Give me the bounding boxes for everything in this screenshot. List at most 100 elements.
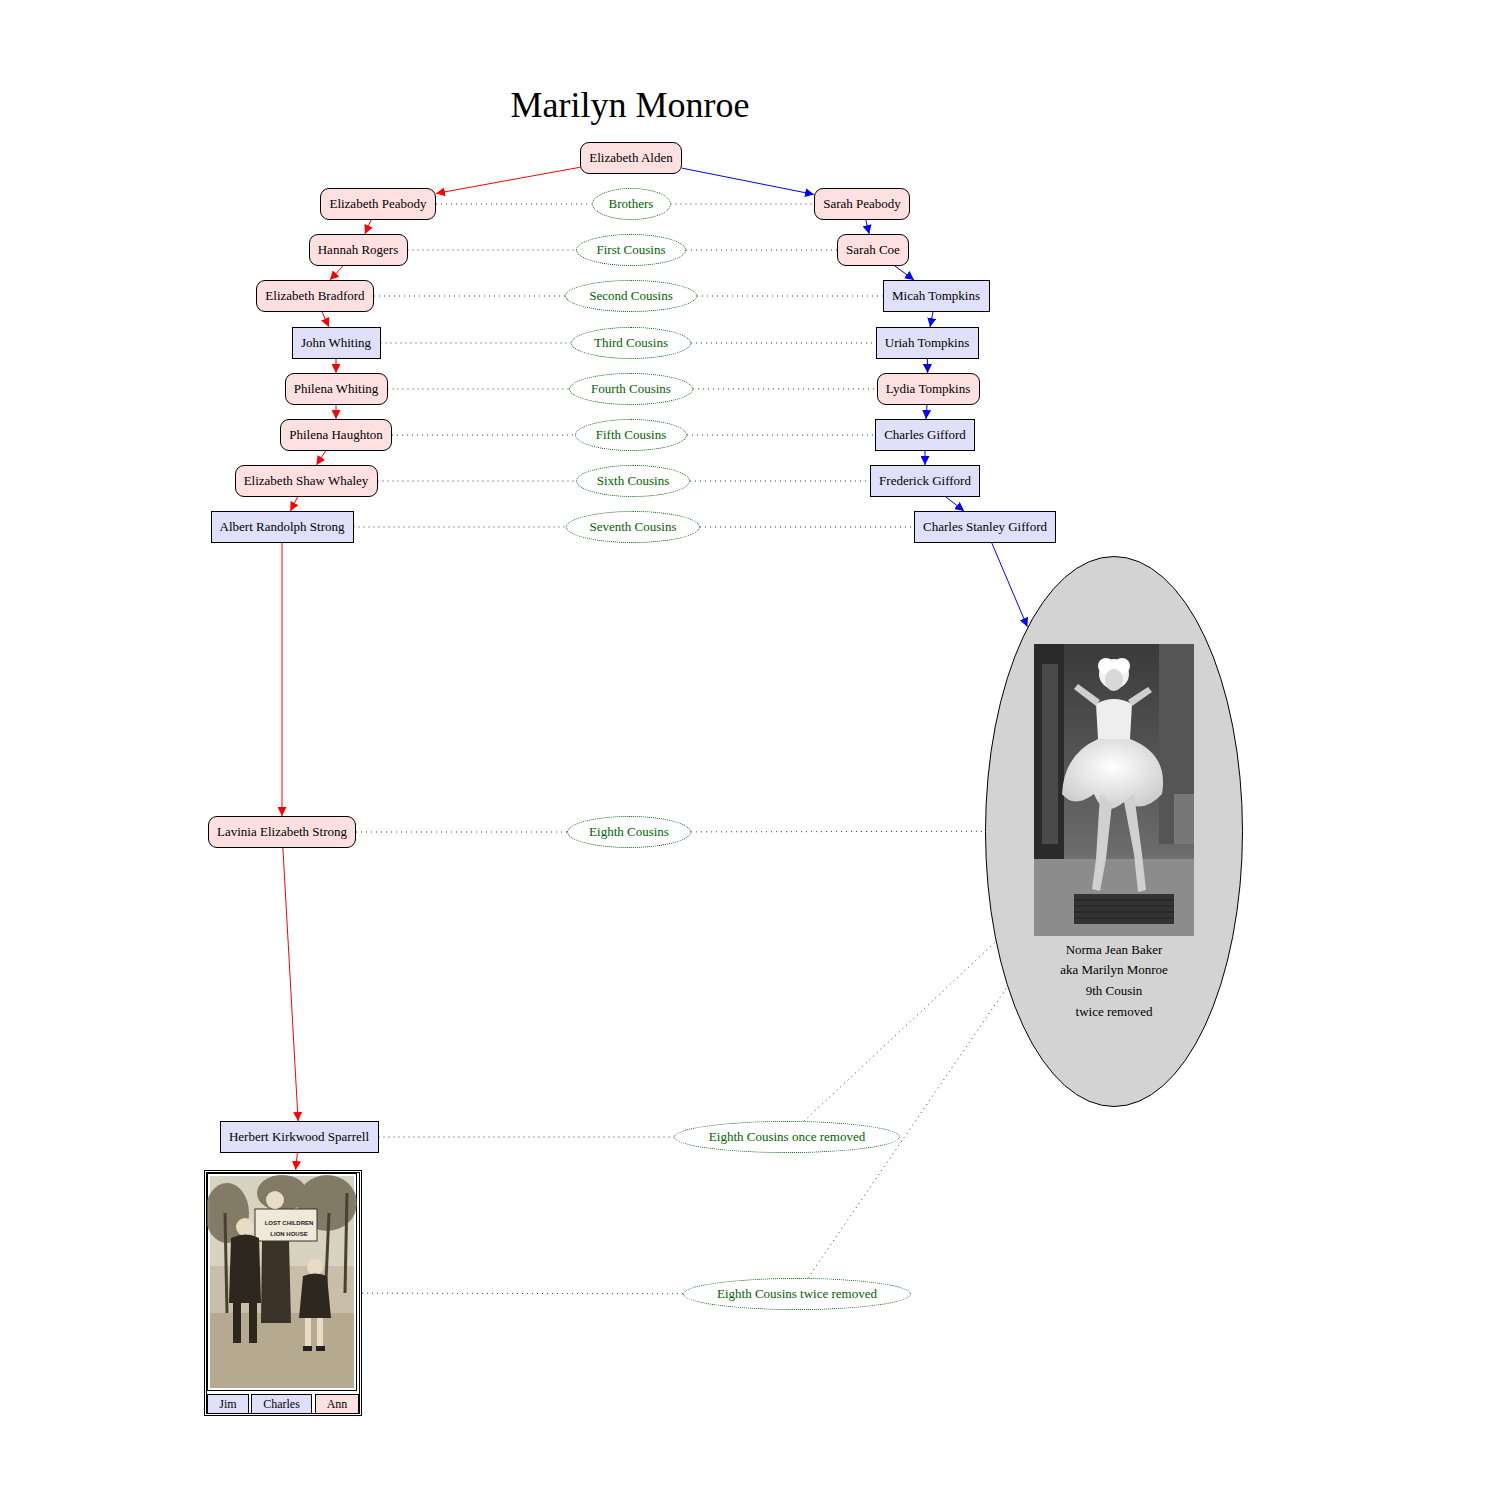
relation-line [408,250,577,251]
ellipse-shape [986,556,1243,1106]
person-box: Hannah Rogers [309,234,408,266]
node-text: Sarah Peabody [823,196,901,212]
photo-sign-text: LION HOUSE [270,1231,307,1238]
node-text: First Cousins [597,242,666,258]
relation-ellipse: Sixth Cousins [576,465,690,497]
person-box: Sarah Coe [837,234,909,266]
person-box: Albert Randolph Strong [211,511,354,543]
relation-line [388,389,570,390]
node-text: Eighth Cousins [589,824,669,840]
text-group: Norma Jean Bakeraka Marilyn Monroe9th Co… [985,940,1243,1023]
relation-ellipse: Third Cousins [571,327,691,359]
person-box: Elizabeth Alden [580,142,682,174]
relation-line [356,832,567,833]
marilyn-photo [1034,644,1194,936]
node-text: Sixth Cousins [597,473,670,489]
node-text: Third Cousins [594,335,668,351]
node-text: Norma Jean Baker [985,940,1243,961]
descent-arrow [290,497,297,511]
node-text: twice removed [985,1002,1243,1023]
descent-arrow [336,359,337,373]
relation-line [690,481,870,482]
relation-ellipse: Eighth Cousins twice removed [683,1278,911,1310]
relation-ellipse: First Cousins [576,234,686,266]
node-text: Charles [263,1396,300,1412]
relation-line [687,435,875,436]
person-box: Sarah Peabody [814,188,910,220]
node-text: Fifth Cousins [596,427,666,443]
descent-arrow [946,497,964,511]
descent-arrow [296,1153,298,1170]
node-text: Charles Stanley Gifford [923,519,1047,535]
relation-ellipse: Seventh Cousins [566,511,700,543]
relation-line [697,296,883,297]
relation-line [362,1293,683,1295]
relation-line [379,1137,675,1138]
node-text: Elizabeth Alden [589,150,672,166]
node-text: Hannah Rogers [318,242,399,258]
node-text: John Whiting [301,335,371,351]
relation-ellipse: Second Cousins [565,280,697,312]
relation-line [378,481,577,482]
descent-arrow [436,167,580,193]
node-text: Lavinia Elizabeth Strong [217,824,347,840]
descent-arrow [926,405,928,419]
node-text: Frederick Gifford [879,473,971,489]
node-text: Philena Haughton [289,427,383,443]
person-box: Herbert Kirkwood Sparrell [220,1121,379,1153]
diagram-title: Marilyn Monroe [511,83,750,127]
descent-arrow [336,405,337,419]
person-box: Uriah Tompkins [876,327,979,359]
node-text: Ann [327,1396,348,1412]
descent-arrow [365,220,371,234]
person-box: Elizabeth Shaw Whaley [235,465,378,497]
person-box: Lavinia Elizabeth Strong [208,816,356,848]
relation-ellipse: Eighth Cousins once removed [674,1121,900,1153]
descent-arrow [895,266,914,280]
person-box: Elizabeth Bradford [256,280,374,312]
descent-arrow [925,451,926,465]
node-text: Elizabeth Bradford [265,288,364,304]
relation-line [374,296,565,297]
person-box: Philena Whiting [285,373,388,405]
person-box: Elizabeth Peabody [320,188,436,220]
descent-arrow [866,220,869,234]
relation-line [693,389,877,390]
descent-arrow [682,168,814,194]
relation-ellipse: Fifth Cousins [575,419,687,451]
node-text: 9th Cousin [985,981,1243,1002]
relation-ellipse: Fourth Cousins [569,373,693,405]
node-text: Charles Gifford [884,427,966,443]
relation-line [700,527,914,528]
node-text: Sarah Coe [846,242,900,258]
node-text: Fourth Cousins [591,381,671,397]
descent-arrow [992,543,1028,627]
relation-line [804,942,996,1122]
descent-arrow [330,266,343,280]
node-text: Elizabeth Peabody [329,196,426,212]
node-text: Eighth Cousins twice removed [717,1286,877,1302]
descent-arrow [930,312,933,327]
node-text: aka Marilyn Monroe [985,960,1243,981]
relation-ellipse: Brothers [592,188,671,220]
node-text: Second Cousins [589,288,672,304]
descent-arrow [282,543,283,816]
node-text: Albert Randolph Strong [220,519,345,535]
person-box: Frederick Gifford [870,465,980,497]
node-text: Jim [219,1396,236,1412]
name-cell: Ann [315,1394,359,1414]
node-text: Eighth Cousins once removed [709,1129,865,1145]
person-box: Philena Haughton [280,419,392,451]
relation-line [354,527,567,528]
descent-arrow [322,312,329,327]
relation-line [686,250,837,251]
relation-line [691,831,985,833]
person-box: Micah Tompkins [883,280,990,312]
relation-line [381,343,572,344]
descent-arrow [283,848,298,1121]
node-text: Micah Tompkins [892,288,980,304]
photo-sign-text: LOST CHILDREN [265,1220,314,1227]
children-photo [207,1173,357,1391]
name-cell: Jim [207,1394,249,1414]
person-box: Lydia Tompkins [877,373,980,405]
